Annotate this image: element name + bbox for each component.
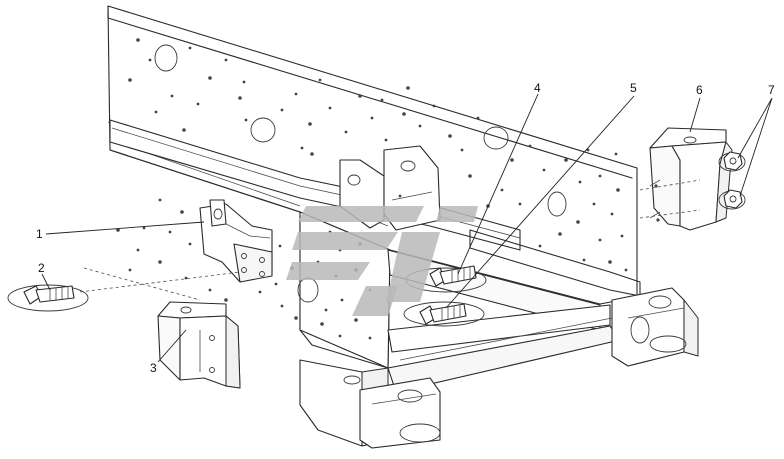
rivet-hole	[518, 202, 522, 206]
rivet-hole	[340, 298, 344, 302]
rivet-hole	[358, 94, 362, 98]
rivet-hole	[310, 152, 314, 156]
rivet-hole	[576, 220, 580, 224]
rivet-hole	[308, 122, 312, 126]
item-2-bolt	[7, 284, 89, 312]
rivet-hole	[116, 228, 120, 232]
rivet-hole	[384, 138, 388, 142]
rivet-hole	[158, 198, 162, 202]
watermark-logo	[286, 206, 478, 316]
rivet-hole	[224, 298, 228, 302]
rivet-hole	[294, 92, 298, 96]
rivet-hole	[528, 144, 532, 148]
rivet-hole	[238, 96, 242, 100]
item-1-spring-bracket	[199, 199, 273, 283]
rivet-hole	[542, 168, 546, 172]
rivet-hole	[354, 318, 358, 322]
rivet-hole	[368, 336, 372, 340]
rivet-hole	[558, 232, 562, 236]
rivet-hole	[184, 276, 188, 280]
rail-rivet-holes	[116, 38, 628, 340]
lower-bracket-right	[611, 287, 699, 367]
rivet-hole	[158, 260, 162, 264]
rivet-hole	[592, 202, 596, 206]
rivet-hole	[402, 112, 406, 116]
item-5-bolt	[403, 301, 485, 327]
rivet-hole	[208, 288, 212, 292]
rivet-hole	[380, 98, 384, 102]
callout-5: 5	[630, 81, 637, 95]
rivet-hole	[136, 38, 140, 42]
rivet-hole	[598, 238, 602, 242]
rivet-hole	[328, 106, 332, 110]
rivet-hole	[582, 258, 586, 262]
rivet-hole	[208, 76, 212, 80]
rivet-hole	[538, 244, 542, 248]
rivet-hole	[188, 242, 192, 246]
rivet-hole	[598, 174, 602, 178]
rivet-hole	[188, 46, 192, 50]
rivet-hole	[182, 128, 186, 132]
callout-6: 6	[696, 83, 703, 97]
rivet-hole	[180, 210, 184, 214]
rivet-hole	[578, 180, 582, 184]
rivet-hole	[128, 78, 132, 82]
rivet-hole	[616, 188, 620, 192]
rivet-hole	[418, 124, 422, 128]
rivet-hole	[610, 212, 614, 216]
rivet-hole	[398, 194, 402, 198]
rivet-hole	[448, 134, 452, 138]
rivet-hole	[564, 158, 568, 162]
lower-bracket-left	[299, 359, 441, 449]
callout-4: 4	[534, 81, 541, 95]
rivet-hole	[136, 248, 140, 252]
item-7-nuts	[718, 151, 746, 210]
rivet-hole	[320, 322, 324, 326]
rivet-hole	[406, 86, 410, 90]
rivet-hole	[244, 118, 248, 122]
callout-1: 1	[36, 227, 43, 241]
rivet-hole	[432, 104, 436, 108]
callout-3: 3	[150, 361, 157, 375]
rivet-hole	[280, 108, 284, 112]
item-3-bracket	[157, 301, 241, 389]
rivet-hole	[278, 244, 282, 248]
rivet-hole	[196, 102, 200, 106]
rivet-hole	[154, 110, 158, 114]
rivet-hole	[318, 78, 322, 82]
rivet-hole	[460, 148, 464, 152]
callout-2: 2	[38, 261, 45, 275]
rivet-hole	[324, 308, 328, 312]
rivet-hole	[468, 174, 472, 178]
rivet-hole	[510, 158, 514, 162]
callout-7: 7	[768, 83, 775, 97]
rivet-hole	[224, 58, 228, 62]
rivet-hole	[476, 116, 480, 120]
rivet-hole	[242, 80, 246, 84]
callouts: 1 2 3 4 5 6 7	[36, 81, 775, 375]
rivet-hole	[344, 130, 348, 134]
rivet-hole	[500, 188, 504, 192]
rivet-hole	[300, 146, 304, 150]
rivet-hole	[168, 230, 172, 234]
rivet-hole	[148, 58, 152, 62]
rivet-hole	[614, 152, 618, 156]
rivet-hole	[170, 94, 174, 98]
item-6-bracket	[649, 127, 733, 231]
rivet-hole	[280, 304, 284, 308]
rivet-hole	[370, 116, 374, 120]
rivet-hole	[624, 268, 628, 272]
rivet-hole	[620, 234, 624, 238]
rivet-hole	[294, 316, 298, 320]
assembly-guide-lines	[79, 179, 701, 301]
rivet-hole	[128, 268, 132, 272]
rivet-hole	[258, 290, 262, 294]
rivet-hole	[142, 226, 146, 230]
rivet-hole	[338, 334, 342, 338]
rivet-hole	[274, 282, 278, 286]
rivet-hole	[608, 260, 612, 264]
